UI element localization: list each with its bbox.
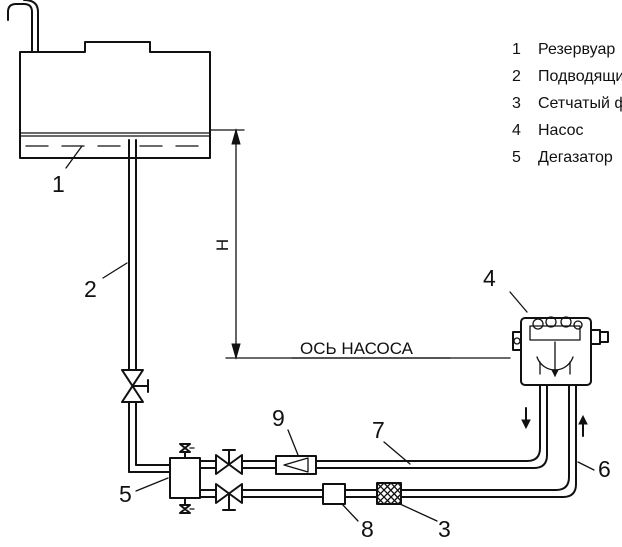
- callout-3: 3: [438, 516, 451, 542]
- return-pipe: [199, 384, 548, 469]
- legend-item: 3 Сетчатый фильтр: [512, 95, 622, 112]
- supply-pipe: [199, 384, 588, 498]
- legend-number: 4: [512, 122, 521, 139]
- legend-label: Сетчатый фильтр: [538, 95, 622, 112]
- legend-label: Резервуар: [538, 41, 615, 58]
- component-8-icon: [322, 483, 346, 505]
- shutoff-valve-icon: [121, 369, 149, 403]
- legend-label: Дегазатор: [538, 149, 613, 166]
- return-valve-icon: [215, 449, 243, 475]
- fuel-tank: [7, 0, 211, 159]
- height-dimension: [209, 128, 245, 360]
- check-valve-icon: [275, 455, 317, 475]
- legend-label: Насос: [538, 122, 584, 139]
- deaerator-icon: [169, 443, 201, 514]
- suction-pipe: [128, 157, 171, 473]
- legend: 1 Резервуар 2 Подводящий трубопровод 3 С…: [512, 41, 622, 166]
- leader-lines: [65, 145, 595, 522]
- mesh-filter-icon: [376, 482, 402, 505]
- legend-number: 2: [512, 68, 521, 85]
- height-label: H: [213, 239, 232, 251]
- callout-5: 5: [119, 481, 132, 507]
- legend-item: 2 Подводящий трубопровод: [512, 68, 622, 85]
- legend-number: 3: [512, 95, 521, 112]
- pump-icon: [512, 316, 609, 386]
- callout-7: 7: [372, 417, 385, 443]
- legend-item: 4 Насос: [512, 122, 584, 139]
- legend-number: 1: [512, 41, 521, 58]
- callout-1: 1: [52, 171, 65, 197]
- callout-8: 8: [361, 516, 374, 542]
- callout-2: 2: [84, 276, 97, 302]
- legend-item: 1 Резервуар: [512, 41, 615, 58]
- pump-axis-label: ОСЬ НАСОСА: [300, 339, 414, 358]
- callout-4: 4: [483, 265, 496, 291]
- supply-valve-icon: [215, 483, 243, 511]
- legend-item: 5 Дегазатор: [512, 149, 613, 166]
- callout-6: 6: [598, 456, 611, 482]
- callout-9: 9: [272, 405, 285, 431]
- legend-number: 5: [512, 149, 521, 166]
- legend-label: Подводящий трубопровод: [538, 68, 622, 85]
